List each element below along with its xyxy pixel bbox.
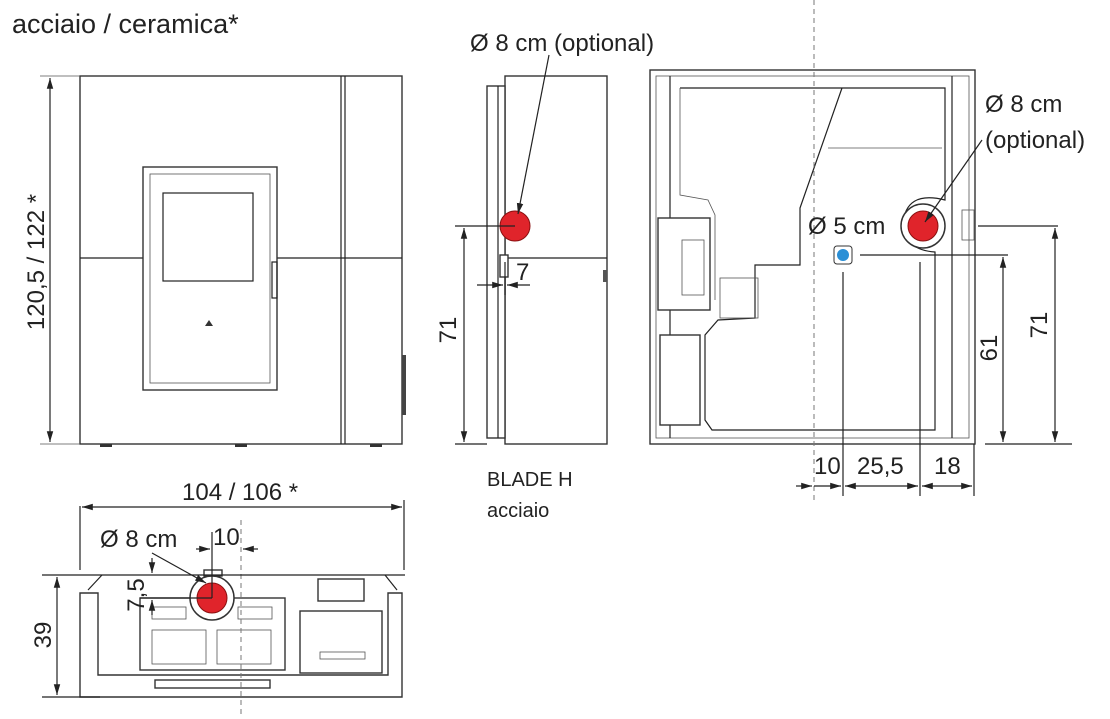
model-name: BLADE H xyxy=(487,469,573,491)
air-inlet-icon xyxy=(837,249,849,261)
door xyxy=(142,166,278,391)
side-view: Ø 8 cm (optional) 71 7 BLADE H acciaio xyxy=(435,30,654,522)
back-height-71: 71 xyxy=(1026,312,1053,339)
back-flue-label-2: (optional) xyxy=(985,127,1085,154)
top-offset-y-label: 7,5 xyxy=(123,578,150,611)
front-view: 120,5 / 122 * xyxy=(23,75,406,447)
air-inlet-label: Ø 5 cm xyxy=(808,213,885,240)
back-flue-label-1: Ø 8 cm xyxy=(985,91,1062,118)
dim-18: 18 xyxy=(934,453,961,480)
back-view: Ø 8 cm (optional) Ø 5 cm 61 71 10 25,5 1… xyxy=(649,0,1085,500)
top-depth-label: 39 xyxy=(30,622,57,649)
page-title: acciaio / ceramica* xyxy=(12,9,239,39)
door-handle xyxy=(271,261,278,299)
back-height-61: 61 xyxy=(976,335,1003,362)
top-view: 104 / 106 * 39 Ø 8 cm 10 7,5 xyxy=(30,479,405,715)
model-material: acciaio xyxy=(487,500,549,522)
side-offset-label: 7 xyxy=(516,259,529,286)
glass-window xyxy=(162,192,254,282)
dim-25-5: 25,5 xyxy=(857,453,904,480)
dim-10: 10 xyxy=(814,453,841,480)
front-height-label: 120,5 / 122 * xyxy=(23,194,50,330)
control-board xyxy=(657,217,711,311)
side-flue-label: Ø 8 cm (optional) xyxy=(470,30,654,57)
logo-icon xyxy=(205,320,213,326)
top-offset-x-label: 10 xyxy=(213,524,240,551)
top-flue-label: Ø 8 cm xyxy=(100,526,177,553)
access-panel xyxy=(659,334,701,426)
side-height-label: 71 xyxy=(435,317,462,344)
optional-flue-back xyxy=(907,210,939,242)
top-width-label: 104 / 106 * xyxy=(182,479,298,506)
